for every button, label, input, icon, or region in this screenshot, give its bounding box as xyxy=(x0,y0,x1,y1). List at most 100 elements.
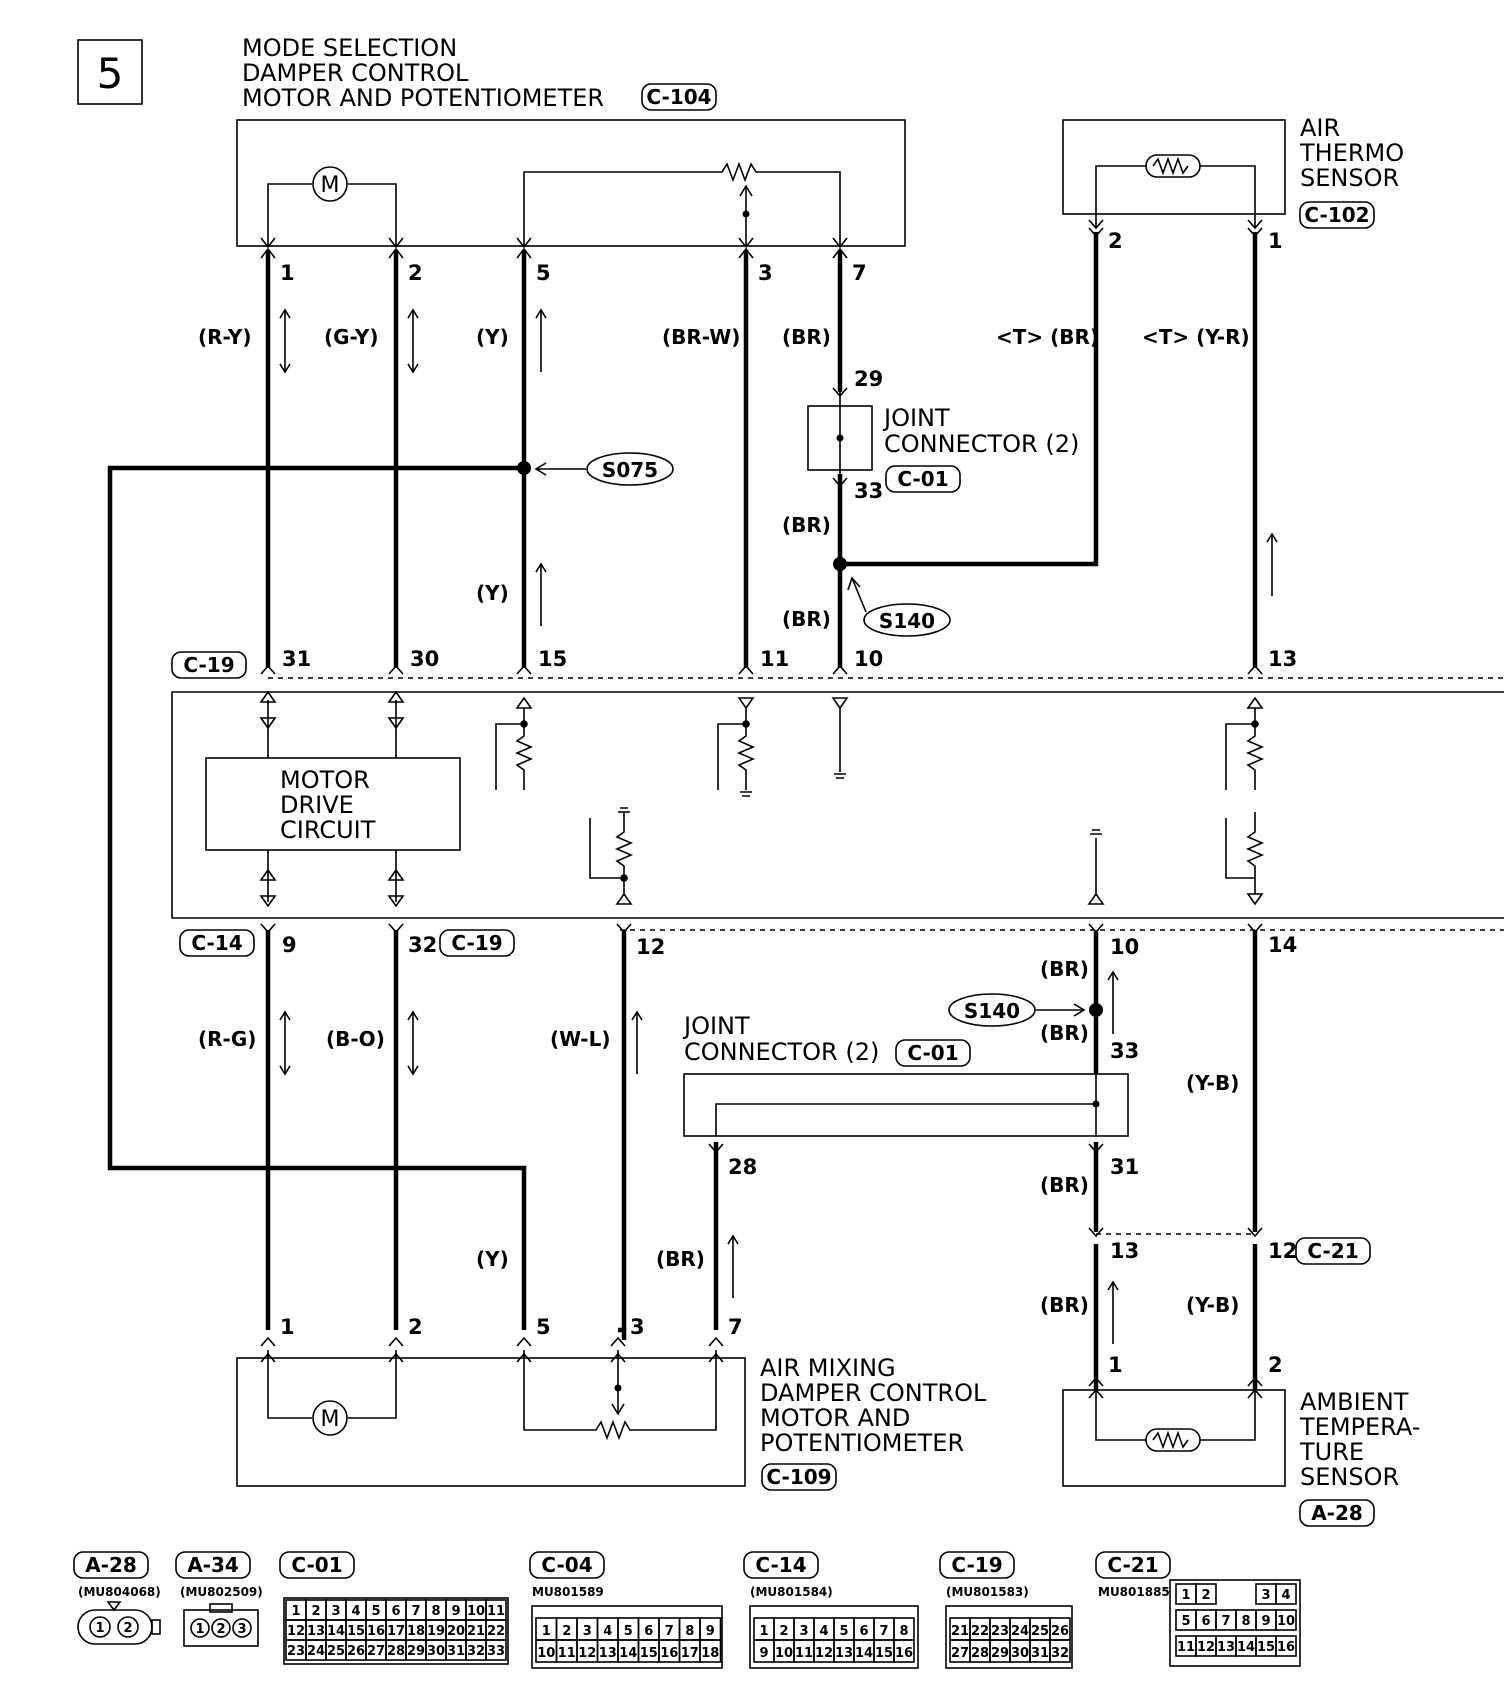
pin-joint-top-29: 29 xyxy=(854,367,883,391)
legend-pin-number: 22 xyxy=(487,1624,505,1639)
pin-ambient-2: 2 xyxy=(1268,1353,1283,1377)
pin-ecu-12: 12 xyxy=(636,935,665,959)
legend-pin-number: 7 xyxy=(879,1624,888,1639)
ecu-c21: C-21 xyxy=(1307,1239,1358,1263)
wire-thermo-br xyxy=(840,232,1099,567)
legend-pin-cell xyxy=(485,1639,507,1661)
pin-top-2: 2 xyxy=(408,261,423,285)
legend-pin-number: 9 xyxy=(451,1604,460,1619)
svg-text:(MU801583): (MU801583) xyxy=(946,1585,1029,1599)
wc-br-b1: (BR) xyxy=(1040,957,1089,981)
air-mixing-box xyxy=(236,1357,746,1487)
pin-ecu-11: 11 xyxy=(760,647,789,671)
legend-pin-number: 18 xyxy=(407,1624,425,1639)
svg-text:2: 2 xyxy=(123,1621,132,1636)
legend-pin-number: 8 xyxy=(1241,1614,1250,1629)
legend-pin-number: 9 xyxy=(1261,1614,1270,1629)
svg-text:A-28: A-28 xyxy=(85,1553,137,1577)
legend-pin-number: 13 xyxy=(1217,1640,1235,1655)
legend-pin-number: 30 xyxy=(427,1644,445,1659)
legend-pin-number: 5 xyxy=(1181,1614,1190,1629)
ambient-line1: AMBIENT xyxy=(1300,1388,1409,1416)
mode-motor-line2: DAMPER CONTROL xyxy=(242,59,469,87)
wc-br-b5: (BR) xyxy=(1040,1293,1089,1317)
legend-pin-number: 13 xyxy=(835,1646,853,1661)
pin-c21-13: 13 xyxy=(1110,1239,1139,1263)
legend-pin-number: 15 xyxy=(347,1624,365,1639)
pin-ecu-15: 15 xyxy=(538,647,567,671)
wc-g-y: (G-Y) xyxy=(324,325,379,349)
pin-joint-bottom-31: 31 xyxy=(1110,1155,1139,1179)
wc-thermo-yr: <T> (Y-R) xyxy=(1142,325,1250,349)
legend-pin-cell xyxy=(1275,1583,1297,1605)
legend-pin-number: 29 xyxy=(991,1646,1009,1661)
air-mixing-line3: MOTOR AND xyxy=(760,1404,910,1432)
legend-pin-number: 4 xyxy=(819,1624,828,1639)
wc-y-top: (Y) xyxy=(476,325,509,349)
legend-pin-number: 23 xyxy=(991,1624,1009,1639)
legend-pin-number: 32 xyxy=(467,1644,485,1659)
motor-drive-line1: MOTOR xyxy=(280,766,370,794)
pin-bottom-5: 5 xyxy=(536,1315,551,1339)
pin-ecu-30: 30 xyxy=(410,647,439,671)
legend-a34: A-34 (MU802509) 1 2 3 xyxy=(175,1551,263,1647)
pin-ecu-14: 14 xyxy=(1268,933,1297,957)
legend-pin-number: 4 xyxy=(1281,1588,1290,1603)
legend-pin-number: 3 xyxy=(331,1604,340,1619)
svg-text:C-21: C-21 xyxy=(1107,1553,1158,1577)
pin-joint-bottom-33: 33 xyxy=(1110,1039,1139,1063)
wc-r-g: (R-G) xyxy=(198,1027,256,1051)
legend-pin-number: 10 xyxy=(467,1604,485,1619)
pin-joint-bottom-28: 28 xyxy=(728,1155,757,1179)
legend-pin-number: 9 xyxy=(706,1624,715,1639)
legend-pin-number: 22 xyxy=(971,1624,989,1639)
svg-text:C-19: C-19 xyxy=(951,1553,1002,1577)
pin-bottom-2: 2 xyxy=(408,1315,423,1339)
legend-pin-cell xyxy=(893,1639,915,1663)
legend-pin-number: 23 xyxy=(287,1644,305,1659)
ambient-line4: SENSOR xyxy=(1300,1463,1399,1491)
svg-text:(MU804068): (MU804068) xyxy=(78,1585,161,1599)
wc-br-b4: (BR) xyxy=(656,1247,705,1271)
joint-top-connector: C-01 xyxy=(897,467,948,491)
wc-y-mid: (Y) xyxy=(476,581,509,605)
wc-br-mid1: (BR) xyxy=(782,513,831,537)
legend-pin-number: 16 xyxy=(660,1646,678,1661)
air-mixing-line4: POTENTIOMETER xyxy=(760,1429,964,1457)
legend-pin-number: 10 xyxy=(1277,1614,1295,1629)
legend-pin-number: 13 xyxy=(307,1624,325,1639)
legend-pin-number: 16 xyxy=(895,1646,913,1661)
mode-motor-box xyxy=(236,119,906,247)
legend-pin-number: 21 xyxy=(951,1624,969,1639)
mode-motor-line1: MODE SELECTION xyxy=(242,34,457,62)
wc-w-l: (W-L) xyxy=(550,1027,611,1051)
pin-ecu-9: 9 xyxy=(282,933,297,957)
legend-pin-number: 14 xyxy=(1237,1640,1255,1655)
svg-text:C-14: C-14 xyxy=(755,1553,806,1577)
svg-text:1: 1 xyxy=(95,1621,104,1636)
legend-pin-number: 16 xyxy=(1277,1640,1295,1655)
air-thermo-connector: C-102 xyxy=(1304,203,1369,227)
wc-thermo-br: <T> (BR) xyxy=(996,325,1099,349)
svg-text:A-34: A-34 xyxy=(187,1553,239,1577)
svg-text:2: 2 xyxy=(216,1622,225,1637)
motor-drive-box xyxy=(205,757,461,851)
legend-pin-cell xyxy=(1275,1609,1297,1631)
legend-pin-number: 25 xyxy=(1031,1624,1049,1639)
pin-ambient-1: 1 xyxy=(1108,1353,1123,1377)
wc-br-mid2: (BR) xyxy=(782,607,831,631)
legend-pin-number: 5 xyxy=(371,1604,380,1619)
wc-br-b3: (BR) xyxy=(1040,1173,1089,1197)
pin-ecu-31: 31 xyxy=(282,647,311,671)
legend-pin-number: 27 xyxy=(367,1644,385,1659)
svg-text:MU801885: MU801885 xyxy=(1098,1585,1170,1599)
legend-pin-number: 7 xyxy=(1221,1614,1230,1629)
pin-c21-12: 12 xyxy=(1268,1239,1297,1263)
legend-pin-number: 2 xyxy=(311,1604,320,1619)
splice-s075-dot xyxy=(517,461,531,475)
